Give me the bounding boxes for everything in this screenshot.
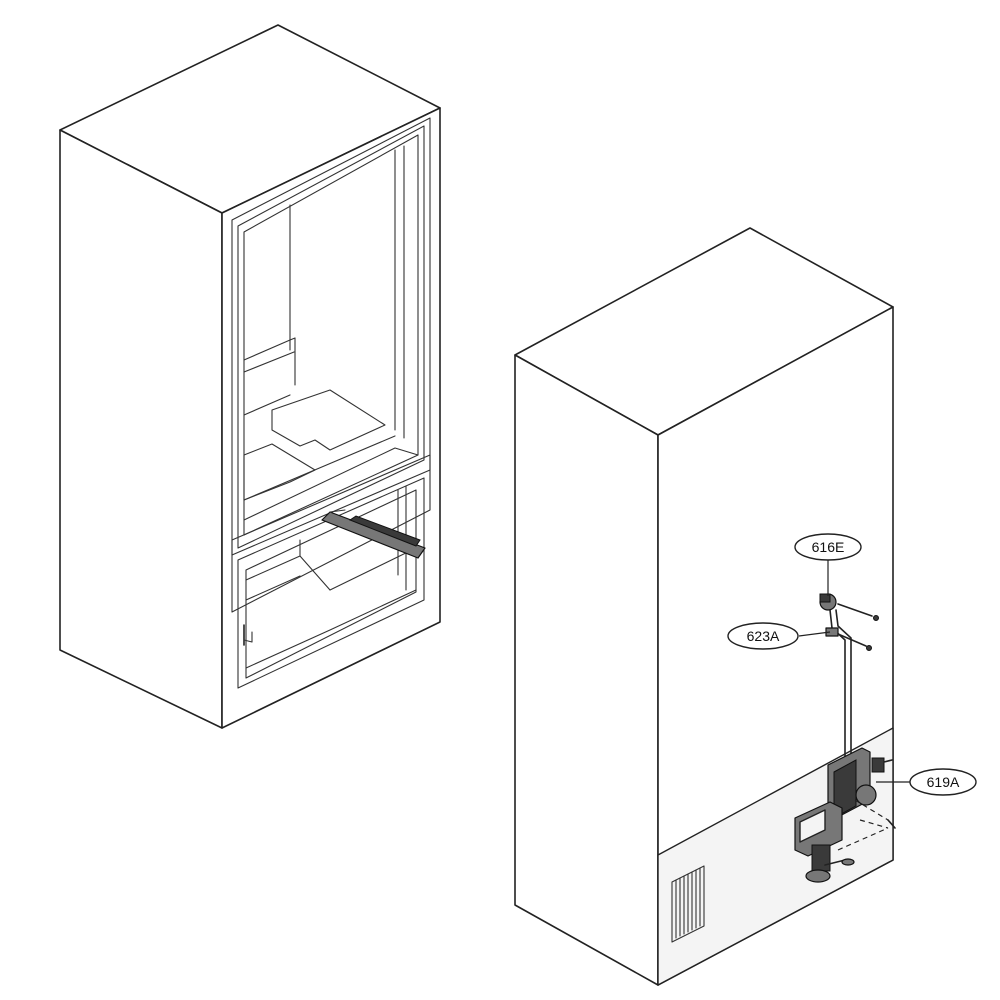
- water-valve-assembly-619A: [794, 747, 896, 883]
- callout-label: 623A: [747, 628, 780, 644]
- callout-619A: 619A: [909, 768, 977, 796]
- callout-label: 619A: [927, 774, 960, 790]
- cabinet-rear-view: [514, 227, 910, 986]
- cabinet-front-view: [59, 24, 441, 729]
- callout-623A: 623A: [727, 622, 799, 650]
- vent-grille: [671, 865, 705, 943]
- callout-616E: 616E: [794, 533, 862, 561]
- callout-label: 616E: [812, 539, 845, 555]
- inlet-valve-616E: [819, 593, 879, 621]
